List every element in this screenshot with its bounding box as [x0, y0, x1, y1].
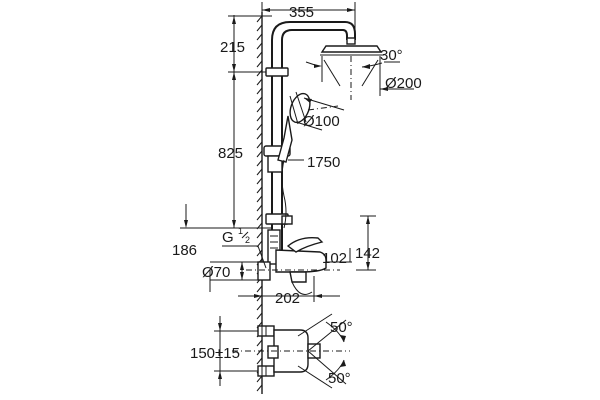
wall-hatch-line — [256, 105, 263, 113]
wall-hatch-line — [256, 42, 263, 50]
hand-shower: Ø100 1750 — [277, 91, 345, 229]
wall-hatch-line — [256, 78, 263, 86]
wall-hatch-line — [256, 51, 263, 59]
dim-mixer-depths: 102 142 — [322, 215, 380, 271]
label-215: 215 — [220, 39, 245, 56]
wall-hatch-line — [256, 204, 263, 212]
label-186: 186 — [172, 242, 197, 259]
wall-hatch-line — [256, 132, 263, 140]
thread-label: G 1 2 — [222, 226, 267, 269]
wall-hatch-line — [256, 312, 263, 320]
wall-hatch-line — [256, 168, 263, 176]
label-142: 142 — [355, 245, 380, 262]
wall-hatch-line — [256, 159, 263, 167]
wall-hatch-line — [256, 339, 263, 347]
wall-hatch-line — [256, 87, 263, 95]
wall-hatch-line — [256, 60, 263, 68]
label-angle-50-top: 50° — [330, 319, 353, 336]
label-355: 355 — [289, 4, 314, 21]
wall-hatch-line — [256, 150, 263, 158]
wall-hatch-line — [256, 303, 263, 311]
label-angle-30: 30° — [380, 47, 403, 64]
dim-spout-reach: 202 — [238, 276, 340, 307]
riser-pipe — [263, 21, 356, 255]
overhead-shower-head: 30° Ø200 — [305, 37, 422, 100]
wall-hatch-line — [256, 195, 263, 203]
wall-hatch-line — [256, 285, 263, 293]
label-thread-sup: 1 — [238, 226, 243, 236]
wall-hatch-line — [256, 33, 263, 41]
wall-hatch-line — [256, 348, 263, 356]
label-thread-sub: 2 — [245, 235, 250, 245]
wall-hatch-line — [256, 249, 263, 257]
wall-hatch-line — [256, 69, 263, 77]
label-thread-g: G — [222, 229, 234, 246]
wall-hatch-line — [256, 186, 263, 194]
dim-inlet-centres: 150±15 — [190, 316, 258, 386]
wall-hatch-line — [256, 384, 263, 392]
wall-hatch-line — [256, 123, 263, 131]
wall-hatch-line — [256, 375, 263, 383]
label-150-15: 150±15 — [190, 345, 240, 362]
label-202: 202 — [275, 290, 300, 307]
dim-left-chain: 215 825 — [218, 15, 272, 229]
wall-hatch-line — [256, 357, 263, 365]
label-dia-70: Ø70 — [202, 264, 230, 281]
wall-hatch-line — [256, 141, 263, 149]
wall-hatch-line — [256, 177, 263, 185]
wall — [256, 12, 263, 394]
mixer-side-view — [246, 229, 340, 295]
dim-mixer-height: 186 — [172, 204, 266, 259]
dim-escutcheon: Ø70 — [202, 261, 258, 292]
label-825: 825 — [218, 145, 243, 162]
label-dia-200: Ø200 — [385, 75, 422, 92]
wall-hatch-line — [256, 231, 263, 239]
wall-hatch-line — [256, 213, 263, 221]
mixer-front-view: 50° 50° — [232, 313, 353, 389]
label-102: 102 — [322, 250, 347, 267]
label-angle-50-bottom: 50° — [328, 370, 351, 387]
wall-hatch-line — [256, 15, 263, 23]
wall-hatch-line — [256, 96, 263, 104]
label-dia-100: Ø100 — [303, 113, 340, 130]
wall-hatch-line — [256, 114, 263, 122]
wall-hatch-line — [256, 24, 263, 32]
label-hose-1750: 1750 — [307, 154, 340, 171]
